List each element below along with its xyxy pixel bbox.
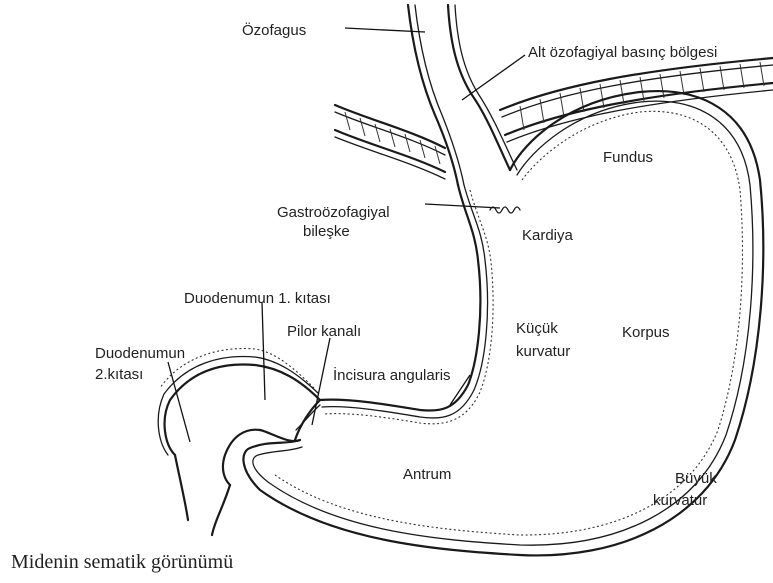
label-fundus: Fundus [603, 149, 653, 166]
label-bileske: bileşke [303, 223, 350, 240]
label-antrum: Antrum [403, 466, 451, 483]
label-buyuk: Büyük [675, 470, 717, 487]
label-incisura-angularis: İncisura angularis [333, 366, 451, 384]
label-kucuk: Küçük [516, 320, 558, 337]
label-duodenumun: Duodenumun [95, 345, 185, 362]
figure-caption: Midenin sematik görünümü [11, 551, 233, 573]
diaphragm-left [335, 105, 445, 179]
duodenum [158, 348, 320, 535]
label-gastroozofagiyal: Gastroözofagiyal [277, 204, 390, 221]
label-duodenum-1: Duodenumun 1. kıtası [184, 290, 331, 307]
label-pilor-kanali: Pilor kanalı [287, 323, 361, 340]
label-alt-ozofagiyal: Alt özofagiyal basınç bölgesi [528, 44, 717, 61]
diaphragm-right [500, 58, 773, 142]
label-korpus: Korpus [622, 324, 670, 341]
label-2-kitasi: 2.kıtası [95, 366, 143, 383]
label-kucuk-kurvatur: kurvatur [516, 343, 570, 360]
label-buyuk-kurvatur: kurvatur [653, 492, 707, 509]
label-kardiya: Kardiya [522, 227, 574, 244]
label-ozofagus: Özofagus [242, 21, 306, 39]
